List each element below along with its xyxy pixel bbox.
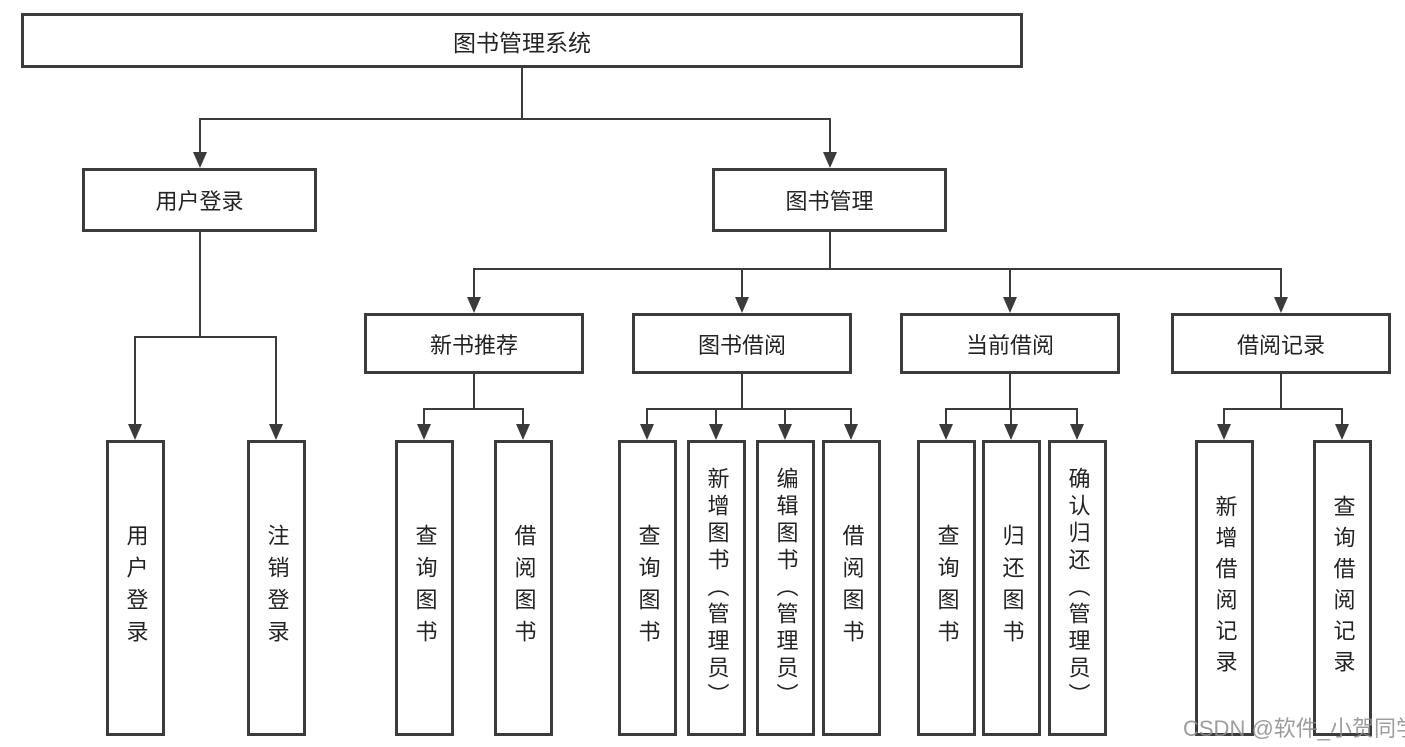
- leaf-borrow-books-recommend: 借阅图书: [494, 440, 553, 736]
- connector-line: [1341, 408, 1343, 425]
- leaf-label: 借阅图书: [511, 524, 537, 652]
- arrowhead-down-icon: [939, 424, 953, 440]
- arrowhead-down-icon: [823, 152, 837, 168]
- arrowhead-down-icon: [709, 424, 723, 440]
- arrowhead-down-icon: [778, 424, 792, 440]
- node-label: 新书推荐: [429, 332, 518, 358]
- leaf-add-book-admin: 新增图书（管理员）: [687, 440, 746, 736]
- connector-line: [473, 268, 475, 298]
- leaf-return-book: 归还图书: [982, 440, 1041, 736]
- arrowhead-down-icon: [269, 424, 283, 440]
- node-borrow-records: 借阅记录: [1171, 313, 1391, 374]
- arrowhead-down-icon: [1217, 424, 1231, 440]
- arrowhead-down-icon: [516, 424, 530, 440]
- leaf-label: 查询图书: [635, 524, 661, 652]
- connector-line: [829, 232, 831, 268]
- arrowhead-down-icon: [417, 424, 431, 440]
- arrowhead-down-icon: [1335, 424, 1349, 440]
- connector-line: [473, 268, 1282, 270]
- node-label: 图书管理: [785, 189, 874, 214]
- connector-line: [423, 408, 425, 425]
- connector-line: [1223, 408, 1343, 410]
- leaf-query-books-recommend: 查询图书: [395, 440, 454, 736]
- csdn-watermark: CSDN @软件_小贺同学: [1183, 716, 1405, 741]
- connector-line: [1223, 408, 1225, 425]
- leaf-label: 新增借阅记录: [1212, 495, 1238, 681]
- connector-line: [850, 408, 852, 425]
- node-new-book-recommend: 新书推荐: [364, 313, 584, 374]
- leaf-label: 查询借阅记录: [1330, 495, 1356, 681]
- leaf-label: 查询图书: [412, 524, 438, 652]
- leaf-logout: 注销登录: [247, 440, 306, 736]
- connector-line: [423, 408, 524, 410]
- connector-line: [1280, 268, 1282, 298]
- arrowhead-down-icon: [1274, 297, 1288, 313]
- node-book-management: 图书管理: [712, 168, 947, 232]
- arrowhead-down-icon: [844, 424, 858, 440]
- connector-line: [829, 118, 831, 153]
- connector-line: [784, 408, 786, 425]
- leaf-confirm-return-admin: 确认归还（管理员）: [1048, 440, 1107, 736]
- arrowhead-down-icon: [128, 424, 142, 440]
- leaf-label: 注销登录: [264, 524, 290, 652]
- connector-line: [521, 68, 523, 118]
- connector-line: [945, 408, 947, 425]
- connector-line: [199, 118, 201, 153]
- leaf-label: 确认归还（管理员）: [1065, 466, 1091, 710]
- connector-line: [646, 408, 648, 425]
- arrowhead-down-icon: [193, 152, 207, 168]
- connector-line: [1010, 408, 1012, 425]
- leaf-query-books-borrow: 查询图书: [618, 440, 677, 736]
- node-label: 借阅记录: [1236, 332, 1325, 358]
- leaf-user-login: 用户登录: [106, 440, 165, 736]
- leaf-edit-book-admin: 编辑图书（管理员）: [756, 440, 815, 736]
- node-book-borrow: 图书借阅: [632, 313, 852, 374]
- arrowhead-down-icon: [735, 297, 749, 313]
- connector-line: [741, 268, 743, 298]
- connector-line: [1009, 374, 1011, 408]
- node-label: 用户登录: [155, 189, 244, 214]
- node-user-login: 用户登录: [82, 168, 317, 232]
- leaf-label: 用户登录: [123, 524, 149, 652]
- connector-line: [199, 232, 201, 336]
- leaf-label: 查询图书: [934, 524, 960, 652]
- connector-line: [646, 408, 852, 410]
- connector-line: [1280, 374, 1282, 408]
- leaf-add-borrow-record: 新增借阅记录: [1195, 440, 1254, 736]
- leaf-borrow-books-borrow: 借阅图书: [822, 440, 881, 736]
- leaf-label: 归还图书: [999, 524, 1025, 652]
- node-label: 图书管理系统: [453, 29, 591, 56]
- connector-line: [473, 374, 475, 408]
- connector-line: [134, 336, 277, 338]
- arrowhead-down-icon: [1070, 424, 1084, 440]
- leaf-label: 编辑图书（管理员）: [773, 466, 799, 710]
- connector-line: [275, 336, 277, 425]
- leaf-label: 新增图书（管理员）: [704, 466, 730, 710]
- arrowhead-down-icon: [640, 424, 654, 440]
- connector-line: [1009, 268, 1011, 298]
- connector-line: [134, 336, 136, 425]
- node-library-management-system: 图书管理系统: [21, 13, 1023, 68]
- node-label: 当前借阅: [965, 332, 1054, 358]
- node-current-borrow: 当前借阅: [900, 313, 1120, 374]
- connector-line: [715, 408, 717, 425]
- leaf-label: 借阅图书: [839, 524, 865, 652]
- connector-line: [199, 118, 831, 120]
- arrowhead-down-icon: [1003, 297, 1017, 313]
- connector-line: [522, 408, 524, 425]
- connector-line: [1076, 408, 1078, 425]
- leaf-query-books-current: 查询图书: [917, 440, 976, 736]
- arrowhead-down-icon: [1004, 424, 1018, 440]
- node-label: 图书借阅: [697, 332, 786, 358]
- connector-line: [741, 374, 743, 408]
- arrowhead-down-icon: [467, 297, 481, 313]
- leaf-query-borrow-record: 查询借阅记录: [1313, 440, 1372, 736]
